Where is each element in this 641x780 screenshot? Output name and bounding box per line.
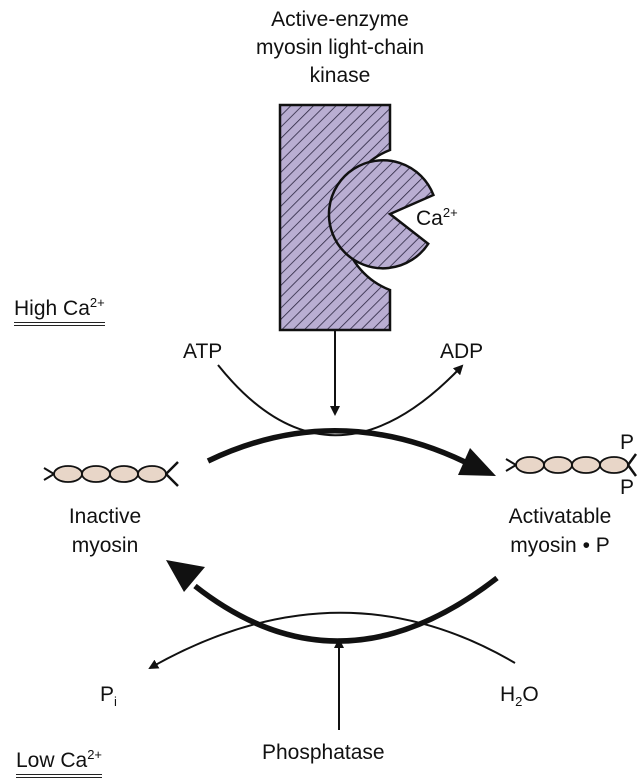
phosphatase-label: Phosphatase: [262, 741, 385, 764]
reverse-thick-arrow: [193, 575, 499, 644]
myosin-bead: [599, 456, 629, 474]
inactive-myosin-line-2: myosin: [71, 534, 139, 557]
reverse-arrowhead: [166, 560, 205, 592]
activatable-myosin-line-2: myosin • P: [510, 534, 610, 557]
low-ca-text: Low Ca2+: [16, 747, 103, 778]
forward-thick-arrow: [206, 428, 467, 465]
myosin-bead: [137, 465, 167, 483]
high-ca-label: High Ca2+: [14, 290, 105, 326]
high-ca-text: High Ca2+: [14, 295, 105, 326]
h2o-h: H: [500, 683, 516, 706]
active-myosin-chain: [505, 453, 638, 477]
high-ca-base: High Ca: [14, 297, 90, 320]
adp-label: ADP: [440, 340, 484, 363]
myosin-bead: [81, 465, 111, 483]
h2o-sub: 2: [515, 694, 523, 710]
enzyme-title-line-2: myosin light-chain: [255, 36, 425, 59]
atp-label: ATP: [183, 340, 223, 363]
enzyme-title: Active-enzyme myosin light-chain kinase: [225, 6, 455, 90]
myosin-bead: [515, 456, 545, 474]
low-ca-charge: 2+: [87, 747, 103, 762]
phosphate-label-top: P: [620, 431, 635, 454]
inactive-myosin-label: Inactive myosin: [30, 502, 180, 560]
forward-arrowhead: [458, 448, 496, 476]
high-ca-charge: 2+: [89, 295, 105, 310]
low-ca-label: Low Ca2+: [16, 742, 103, 778]
pi-base: P: [100, 683, 115, 706]
myosin-bead: [543, 456, 573, 474]
enzyme-title-line-3: kinase: [309, 64, 371, 87]
ca-ion-label: Ca2+: [416, 200, 458, 232]
ca-ion-charge: 2+: [442, 205, 458, 220]
ca-ion-base: Ca: [416, 207, 443, 230]
pi-label: Pi: [100, 682, 117, 715]
phosphate-label-bottom: P: [620, 476, 635, 499]
myosin-bead: [109, 465, 139, 483]
h2o-pi-curve: [148, 611, 516, 669]
inactive-myosin-chain: [43, 461, 179, 487]
myosin-bead: [53, 465, 83, 483]
calmodulin-ca-binding-shape: [327, 159, 435, 270]
pi-sub: i: [114, 694, 117, 710]
activatable-myosin-label: Activatable myosin • P: [480, 502, 640, 560]
h2o-label: H2O: [500, 682, 539, 715]
h2o-o: O: [522, 683, 539, 706]
activatable-myosin-line-1: Activatable: [508, 505, 612, 528]
low-ca-base: Low Ca: [16, 749, 88, 772]
atp-adp-curve: [217, 364, 464, 437]
enzyme-title-line-1: Active-enzyme: [271, 8, 409, 31]
kinase-enzyme: [278, 103, 435, 332]
myosin-bead: [571, 456, 601, 474]
inactive-myosin-line-1: Inactive: [68, 505, 142, 528]
